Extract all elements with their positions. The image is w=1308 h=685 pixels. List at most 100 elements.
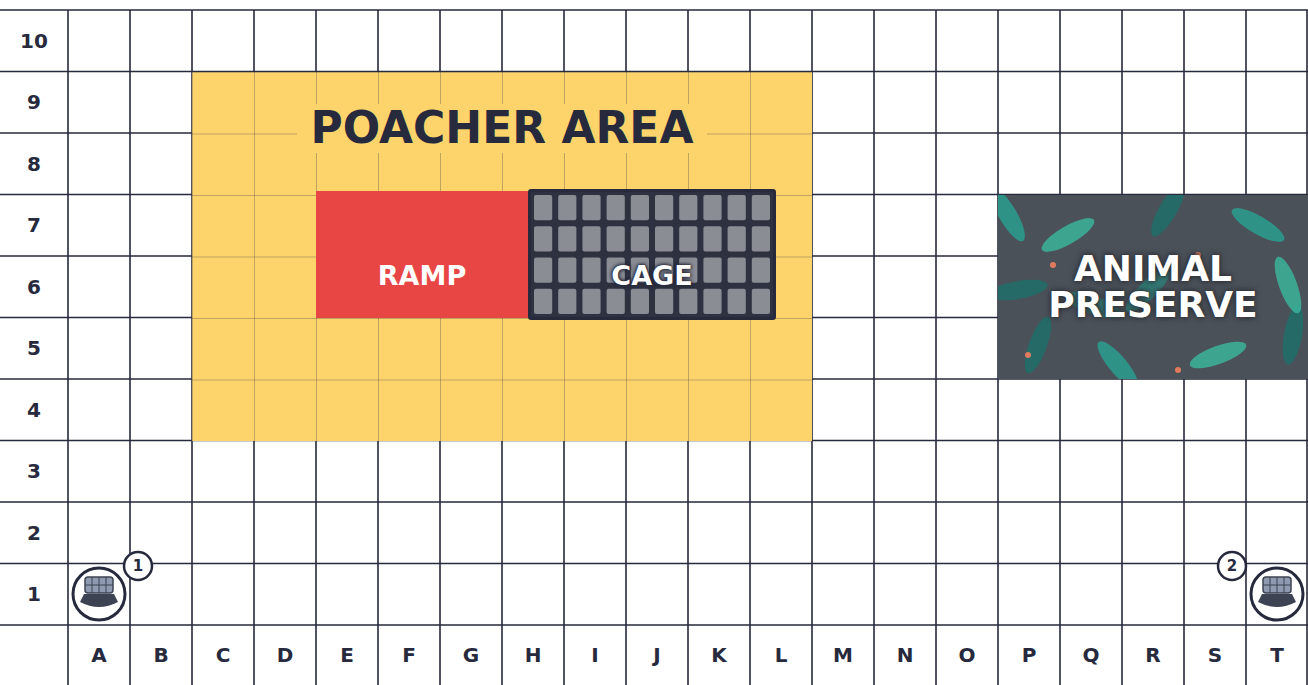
cage-cell (752, 258, 770, 283)
cage-cell (607, 289, 625, 314)
solar-panel (85, 577, 113, 593)
poacher-area: POACHER AREA RAMP CAGE (192, 72, 812, 441)
ramp-box: RAMP (316, 191, 528, 318)
column-letter: J (653, 645, 660, 665)
row-number: 4 (27, 400, 41, 420)
robot-icon (73, 552, 152, 620)
cage-cell (558, 226, 576, 251)
node-label: RAMP (378, 261, 466, 291)
grid-line (0, 10, 1308, 685)
cage-cell (558, 195, 576, 220)
column-letter: A (91, 645, 106, 665)
cage-cell (728, 226, 746, 251)
column-letter: K (711, 645, 727, 665)
flower (1050, 262, 1056, 268)
column-letter: Q (1082, 645, 1099, 665)
column-letter: H (525, 645, 542, 665)
column-letter: O (958, 645, 975, 665)
flower (1025, 352, 1031, 358)
cage-cell (607, 195, 625, 220)
cage-cell (582, 226, 600, 251)
leaf (1228, 202, 1289, 248)
leaf (1269, 253, 1306, 316)
cage-cell (728, 195, 746, 220)
cage-cell (534, 195, 552, 220)
callout-number: 1 (133, 559, 143, 574)
cage-cell (752, 195, 770, 220)
cage-cell (607, 226, 625, 251)
robot-base (80, 594, 118, 607)
row-number: 9 (27, 92, 41, 112)
cage-cell (631, 289, 649, 314)
column-letter: F (402, 645, 416, 665)
node-label: ANIMAL PRESERVE (998, 251, 1308, 323)
leaf (1187, 336, 1250, 373)
leaf (1145, 195, 1191, 240)
callout-circle (124, 552, 152, 580)
cage-bars (531, 192, 773, 317)
row-number: 2 (27, 523, 41, 543)
row-number: 6 (27, 277, 41, 297)
leaf (998, 275, 1049, 303)
column-letter: T (1270, 645, 1284, 665)
row-number: 8 (27, 154, 41, 174)
column-letter: G (463, 645, 479, 665)
callout-number: 2 (1227, 559, 1237, 574)
robot-icon (1218, 552, 1303, 620)
column-letter: L (775, 645, 788, 665)
cage-cell (558, 289, 576, 314)
cage-cell (703, 289, 721, 314)
flower (1175, 367, 1181, 373)
cage-cell (534, 226, 552, 251)
cage-cell (558, 258, 576, 283)
cage-cell (534, 258, 552, 283)
cage-cell (582, 289, 600, 314)
callout-circle (1218, 552, 1246, 580)
node-label: POACHER AREA (297, 104, 708, 152)
cage-cell (703, 258, 721, 283)
cage-cell (655, 226, 673, 251)
cage-cell (534, 289, 552, 314)
cage-cell (679, 226, 697, 251)
column-letter: N (897, 645, 914, 665)
node-label: CAGE (611, 261, 692, 291)
cage-cell (728, 289, 746, 314)
column-letter: C (216, 645, 231, 665)
row-number: 3 (27, 461, 41, 481)
solar-grid (85, 577, 113, 593)
robot-body (73, 568, 125, 620)
column-letter: R (1145, 645, 1160, 665)
cage-cell (655, 195, 673, 220)
cage-cell (752, 226, 770, 251)
leaf (1092, 336, 1144, 379)
column-letter: B (153, 645, 168, 665)
column-letter: D (277, 645, 294, 665)
robot-body (1251, 568, 1303, 620)
row-number: 10 (20, 31, 48, 51)
solar-grid (1263, 577, 1291, 593)
column-letter: S (1208, 645, 1222, 665)
solar-panel (1263, 577, 1291, 593)
cage-cell (752, 289, 770, 314)
cage-cell (679, 289, 697, 314)
cage-cell (631, 226, 649, 251)
cage-cell (582, 258, 600, 283)
row-number: 5 (27, 338, 41, 358)
row-number: 1 (27, 584, 41, 604)
row-number: 7 (27, 215, 41, 235)
column-letter: I (591, 645, 598, 665)
cage-cell (631, 195, 649, 220)
cage-cell (655, 289, 673, 314)
column-letter: P (1022, 645, 1037, 665)
column-letter: E (340, 645, 354, 665)
robot-base (1258, 594, 1296, 607)
cage-cell (703, 226, 721, 251)
preserve-box: ANIMAL PRESERVE (998, 195, 1308, 380)
cage-cell (728, 258, 746, 283)
cage-cell (703, 195, 721, 220)
column-letter: M (833, 645, 853, 665)
leaf (998, 195, 1031, 245)
cage-cell (679, 195, 697, 220)
